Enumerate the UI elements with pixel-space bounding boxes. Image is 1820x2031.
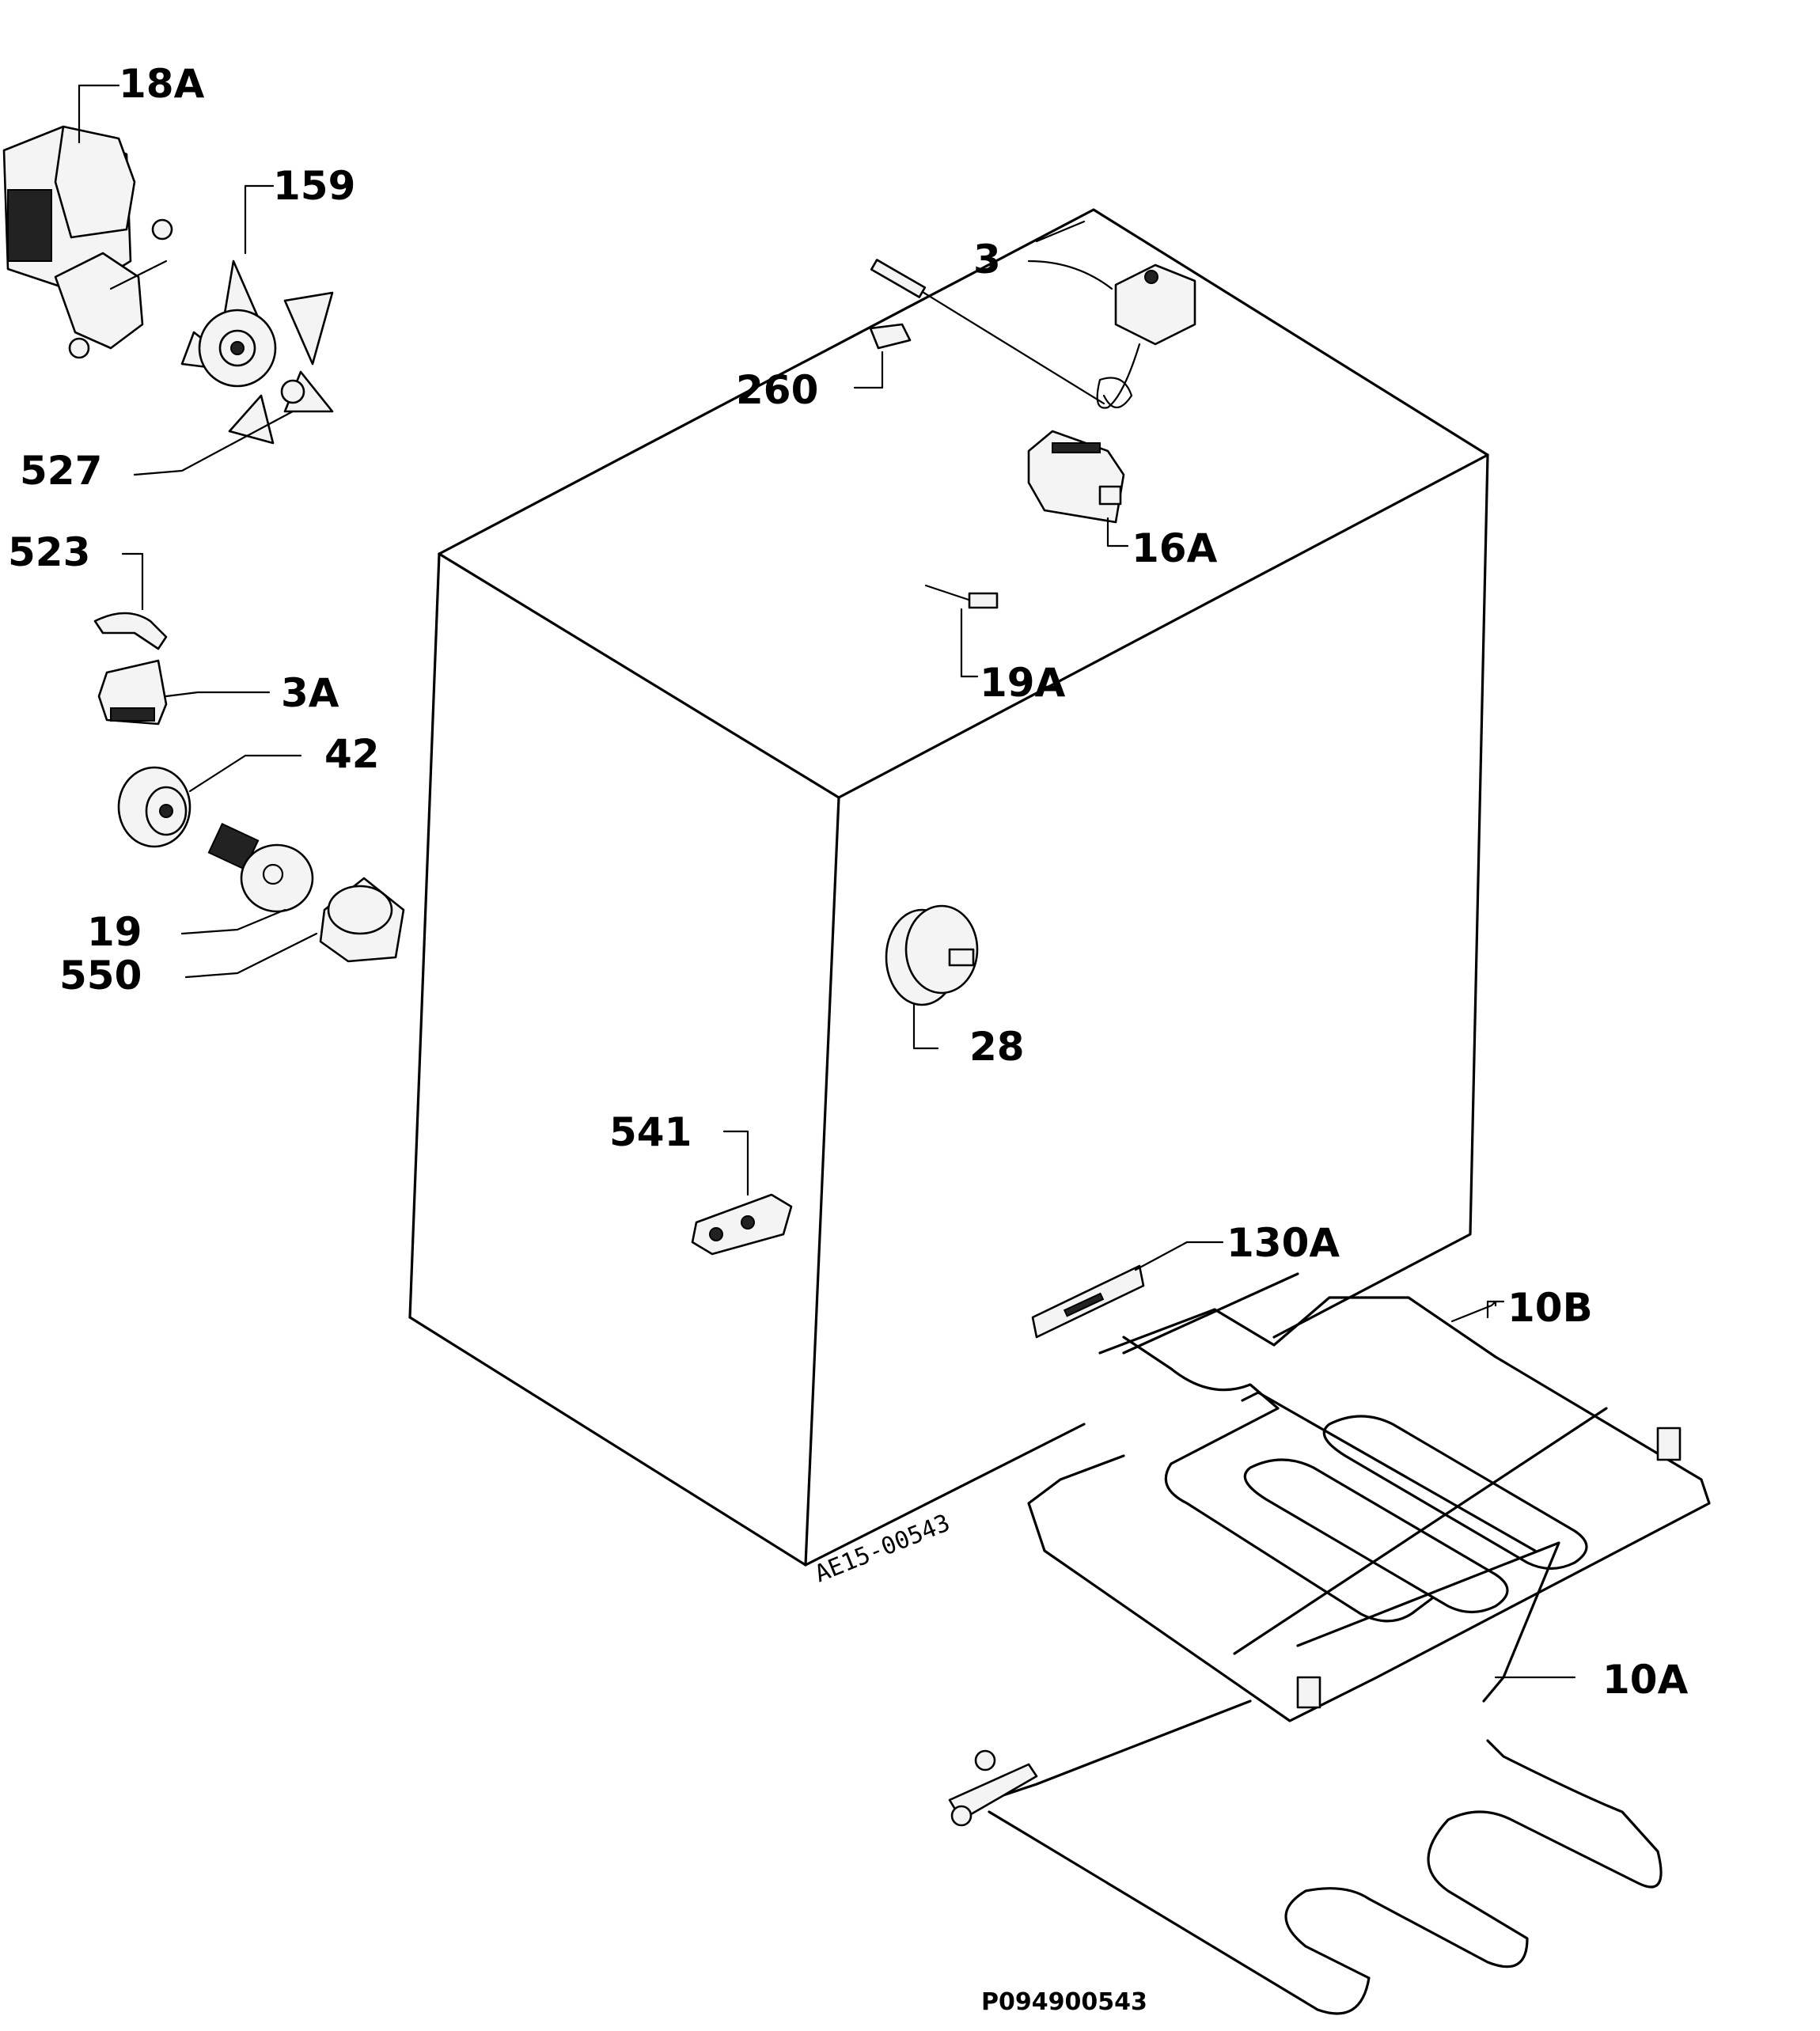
label-3: 3 bbox=[973, 237, 1001, 282]
label-28: 28 bbox=[969, 1024, 1025, 1070]
lamp-holder-3a bbox=[97, 659, 168, 726]
bottom-element-10a bbox=[948, 1541, 1663, 2015]
fan-blade-159 bbox=[180, 260, 334, 445]
leader-159 bbox=[244, 184, 275, 255]
fan-motor-18a bbox=[2, 125, 173, 359]
label-523: 523 bbox=[8, 529, 90, 575]
leader-3b bbox=[1035, 220, 1086, 243]
label-130a: 130A bbox=[1227, 1220, 1340, 1266]
label-42: 42 bbox=[324, 731, 380, 777]
terminal-block-541 bbox=[691, 1193, 793, 1256]
label-18a: 18A bbox=[119, 61, 205, 107]
leader-3 bbox=[1027, 260, 1113, 290]
element-bracket-130a bbox=[1031, 1264, 1145, 1339]
timer-28 bbox=[885, 904, 979, 1006]
label-10b: 10B bbox=[1507, 1285, 1593, 1331]
thermostat-3 bbox=[870, 259, 1196, 409]
leader-19a bbox=[960, 608, 979, 678]
leader-541 bbox=[722, 1130, 749, 1196]
oven-lamp-19 bbox=[207, 822, 314, 913]
leader-550 bbox=[184, 932, 318, 979]
label-541: 541 bbox=[609, 1109, 692, 1155]
leader-10b-2 bbox=[1486, 1300, 1505, 1319]
label-16a: 16A bbox=[1132, 525, 1218, 571]
label-550: 550 bbox=[59, 953, 142, 998]
lamp-cover-550 bbox=[319, 877, 405, 963]
leader-18a bbox=[78, 84, 120, 144]
leader-523 bbox=[121, 552, 144, 611]
label-260: 260 bbox=[736, 367, 818, 413]
drawing-reference: AE15-00543 bbox=[811, 1509, 954, 1588]
leader-19 bbox=[180, 908, 286, 935]
leader-260 bbox=[853, 350, 884, 389]
selector-switch-16a bbox=[1027, 430, 1125, 524]
footer-part-code: P094900543 bbox=[981, 1988, 1147, 2016]
leader-16a bbox=[1106, 517, 1129, 548]
leader-130a bbox=[1134, 1241, 1224, 1271]
oven-cavity-box bbox=[408, 208, 1489, 1567]
leader-28 bbox=[912, 1003, 939, 1050]
leader-527 bbox=[133, 410, 294, 476]
leader-42 bbox=[188, 754, 302, 793]
lamp-socket-42 bbox=[117, 766, 191, 848]
sensor-clip-260 bbox=[869, 323, 912, 350]
label-19: 19 bbox=[87, 909, 142, 955]
label-159: 159 bbox=[273, 163, 355, 209]
lamp-clip-523 bbox=[93, 612, 168, 650]
label-19a: 19A bbox=[980, 660, 1066, 706]
grill-element-10b bbox=[1027, 1272, 1711, 1722]
label-527: 527 bbox=[20, 448, 102, 494]
leader-3a bbox=[165, 691, 271, 698]
leader-10b bbox=[1450, 1300, 1497, 1323]
label-3a: 3A bbox=[281, 670, 339, 716]
indicator-lamp-19a bbox=[924, 584, 999, 609]
label-10a: 10A bbox=[1602, 1657, 1689, 1703]
